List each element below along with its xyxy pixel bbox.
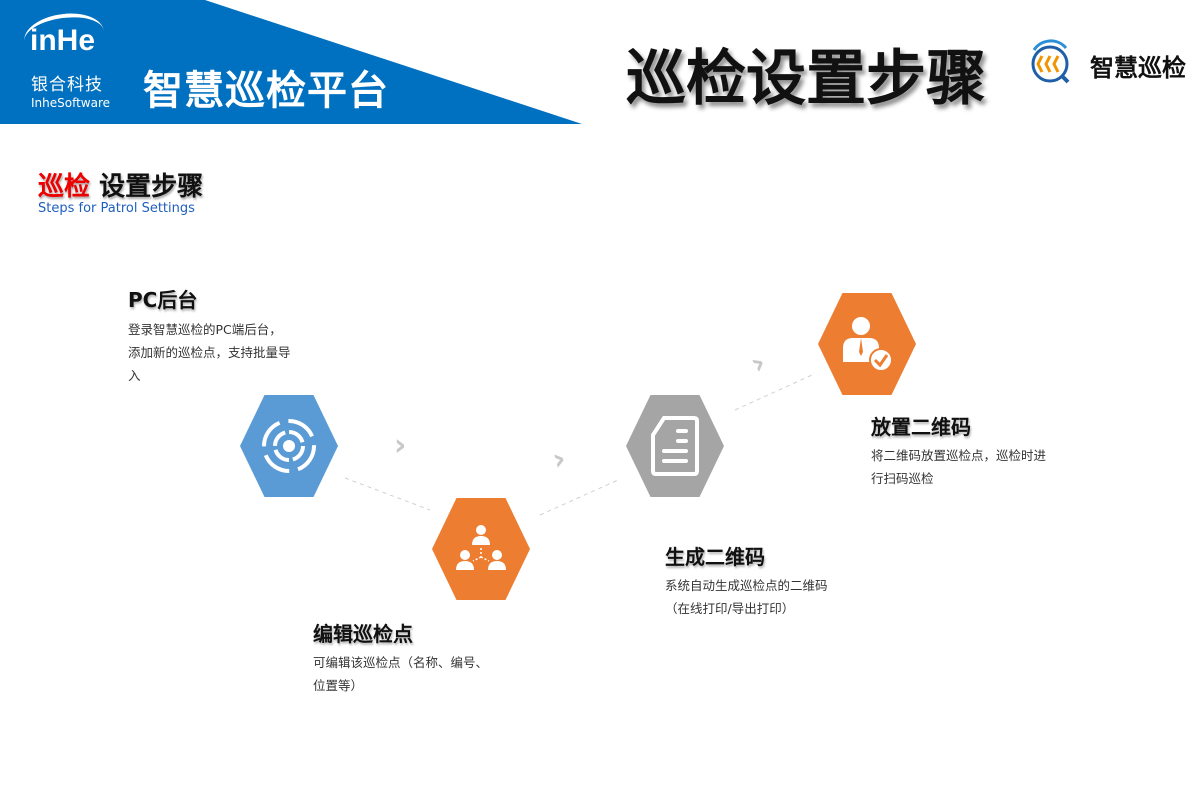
target-icon xyxy=(262,419,316,473)
step-3-title: 生成二维码 xyxy=(665,545,765,569)
chevron-right-icon: › xyxy=(394,428,407,463)
section-title-highlight: 巡检 xyxy=(38,172,91,202)
team-icon xyxy=(456,525,506,570)
description-line: 可编辑该巡检点（名称、编号、 xyxy=(313,655,489,670)
section-title: 巡检 设置步骤 xyxy=(38,166,203,203)
description-line: 入 xyxy=(128,368,141,383)
step-2-description: 可编辑该巡检点（名称、编号、 位置等） xyxy=(313,651,488,697)
connector-line xyxy=(344,477,431,511)
product-logo-text: 智慧巡检 xyxy=(1090,54,1186,82)
user-check-icon xyxy=(843,317,893,372)
page-title: 巡检设置步骤 xyxy=(626,44,986,114)
step-2-title: 编辑巡检点 xyxy=(313,622,413,646)
section-subtitle: Steps for Patrol Settings xyxy=(38,201,195,216)
description-line: 将二维码放置巡检点，巡检时进 xyxy=(871,448,1047,463)
document-icon xyxy=(651,416,699,476)
description-line: 登录智慧巡检的PC端后台， xyxy=(128,322,282,337)
description-line: 添加新的巡检点，支持批量导 xyxy=(128,345,291,360)
step-4-description: 将二维码放置巡检点，巡检时进 行扫码巡检 xyxy=(871,444,1046,490)
step-4-title: 放置二维码 xyxy=(871,415,971,439)
description-line: 位置等） xyxy=(313,678,364,693)
description-line: 系统自动生成巡检点的二维码 xyxy=(665,578,828,593)
company-name-cn: 银合科技 xyxy=(31,75,103,95)
description-line: 行扫码巡检 xyxy=(871,471,934,486)
step-3-description: 系统自动生成巡检点的二维码 （在线打印/导出打印） xyxy=(665,574,828,620)
section-title-rest: 设置步骤 xyxy=(90,172,204,202)
platform-title: 智慧巡检平台 xyxy=(143,68,389,114)
connector-line xyxy=(539,479,619,516)
description-line: （在线打印/导出打印） xyxy=(665,601,795,616)
product-logo-icon xyxy=(1031,39,1070,84)
step-1-hexagon xyxy=(240,395,338,497)
connector-line xyxy=(734,374,813,411)
step-1-description: 登录智慧巡检的PC端后台， 添加新的巡检点，支持批量导 入 xyxy=(128,318,291,387)
company-logo: inHe xyxy=(30,24,96,57)
step-1-title: PC后台 xyxy=(128,288,198,312)
company-name-en: InheSoftware xyxy=(31,96,111,110)
